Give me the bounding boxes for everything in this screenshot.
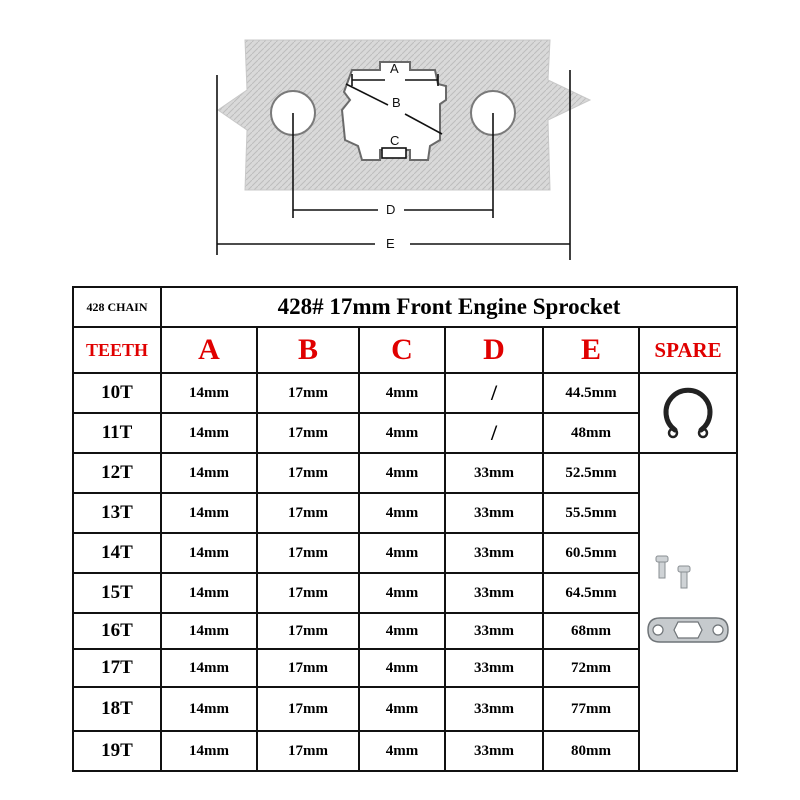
table-title: 428# 17mm Front Engine Sprocket <box>159 286 739 328</box>
c-cell: 4mm <box>358 452 446 494</box>
sprocket-spec-table: 428 CHAIN 428# 17mm Front Engine Sprocke… <box>72 286 739 772</box>
e-cell: 52.5mm <box>542 452 640 494</box>
b-cell: 17mm <box>256 532 360 574</box>
e-cell: 80mm <box>542 730 640 772</box>
b-cell: 17mm <box>256 492 360 534</box>
c-cell: 4mm <box>358 532 446 574</box>
a-cell: 14mm <box>160 612 258 650</box>
spare-circlip-cell <box>637 372 739 454</box>
table-row: 15T 14mm 17mm 4mm 33mm 64.5mm <box>72 572 737 614</box>
e-cell: 55.5mm <box>542 492 640 534</box>
d-cell: 33mm <box>444 686 544 732</box>
sprocket-diagram: A B C D E <box>0 0 800 275</box>
table-row: 16T 14mm 17mm 4mm 33mm 68mm <box>72 612 737 650</box>
table-row: 13T 14mm 17mm 4mm 33mm 55.5mm <box>72 492 737 534</box>
a-cell: 14mm <box>160 452 258 494</box>
a-cell: 14mm <box>160 686 258 732</box>
header-d: D <box>444 326 544 374</box>
table-row: 17T 14mm 17mm 4mm 33mm 72mm <box>72 648 737 688</box>
c-cell: 4mm <box>358 492 446 534</box>
d-cell: 33mm <box>444 452 544 494</box>
c-cell: 4mm <box>358 412 446 454</box>
table-row: 11T 14mm 17mm 4mm / 48mm <box>72 412 737 454</box>
d-cell: 33mm <box>444 572 544 614</box>
c-cell: 4mm <box>358 572 446 614</box>
b-cell: 17mm <box>256 572 360 614</box>
header-e: E <box>542 326 640 374</box>
e-cell: 72mm <box>542 648 640 688</box>
b-cell: 17mm <box>256 452 360 494</box>
a-cell: 14mm <box>160 532 258 574</box>
dimension-label-a: A <box>390 61 399 76</box>
b-cell: 17mm <box>256 372 360 414</box>
chain-label: 428 CHAIN <box>72 286 162 328</box>
a-cell: 14mm <box>160 372 258 414</box>
table-row: 10T 14mm 17mm 4mm / 44.5mm <box>72 372 739 454</box>
title-row: 428 CHAIN 428# 17mm Front Engine Sprocke… <box>72 286 739 328</box>
b-cell: 17mm <box>256 730 360 772</box>
c-cell: 4mm <box>358 612 446 650</box>
c-cell: 4mm <box>358 372 446 414</box>
dimension-label-d: D <box>386 202 396 217</box>
circlip-icon <box>663 387 713 439</box>
b-cell: 17mm <box>256 612 360 650</box>
c-cell: 4mm <box>358 648 446 688</box>
table-row: 18T 14mm 17mm 4mm 33mm 77mm <box>72 686 737 732</box>
c-cell: 4mm <box>358 686 446 732</box>
e-cell: 44.5mm <box>542 372 640 414</box>
teeth-cell: 10T <box>72 372 162 414</box>
teeth-cell: 12T <box>72 452 162 494</box>
teeth-cell: 15T <box>72 572 162 614</box>
dimension-label-b: B <box>392 95 401 110</box>
spare-plate-cell <box>637 452 739 772</box>
dimension-label-c: C <box>390 133 400 148</box>
table-row: 12T 14mm 17mm 4mm 33mm 52.5mm <box>72 452 739 772</box>
d-cell: 33mm <box>444 532 544 574</box>
a-cell: 14mm <box>160 648 258 688</box>
b-cell: 17mm <box>256 686 360 732</box>
teeth-cell: 19T <box>72 730 162 772</box>
e-cell: 68mm <box>542 612 640 650</box>
header-row: TEETH A B C D E SPARE <box>72 326 739 374</box>
a-cell: 14mm <box>160 492 258 534</box>
header-c: C <box>358 326 446 374</box>
teeth-cell: 14T <box>72 532 162 574</box>
d-cell: 33mm <box>444 612 544 650</box>
sprocket-drawing <box>216 39 592 260</box>
e-cell: 60.5mm <box>542 532 640 574</box>
e-cell: 77mm <box>542 686 640 732</box>
d-cell: / <box>444 412 544 454</box>
dimension-label-e: E <box>386 236 395 251</box>
table-row: 14T 14mm 17mm 4mm 33mm 60.5mm <box>72 532 737 574</box>
c-cell: 4mm <box>358 730 446 772</box>
header-b: B <box>256 326 360 374</box>
d-cell: / <box>444 372 544 414</box>
e-cell: 64.5mm <box>542 572 640 614</box>
a-cell: 14mm <box>160 730 258 772</box>
dimension-lines <box>216 70 571 260</box>
teeth-cell: 18T <box>72 686 162 732</box>
retainer-plate-with-bolts-icon <box>647 555 729 643</box>
b-cell: 17mm <box>256 412 360 454</box>
teeth-cell: 17T <box>72 648 162 688</box>
header-spare: SPARE <box>637 326 739 374</box>
header-a: A <box>160 326 258 374</box>
d-cell: 33mm <box>444 730 544 772</box>
sprocket-body <box>217 39 592 191</box>
a-cell: 14mm <box>160 572 258 614</box>
a-cell: 14mm <box>160 412 258 454</box>
table-row: 19T 14mm 17mm 4mm 33mm 80mm <box>72 730 737 772</box>
b-cell: 17mm <box>256 648 360 688</box>
teeth-cell: 11T <box>72 412 162 454</box>
header-teeth: TEETH <box>72 326 162 374</box>
e-cell: 48mm <box>542 412 640 454</box>
d-cell: 33mm <box>444 648 544 688</box>
teeth-cell: 16T <box>72 612 162 650</box>
teeth-cell: 13T <box>72 492 162 534</box>
d-cell: 33mm <box>444 492 544 534</box>
